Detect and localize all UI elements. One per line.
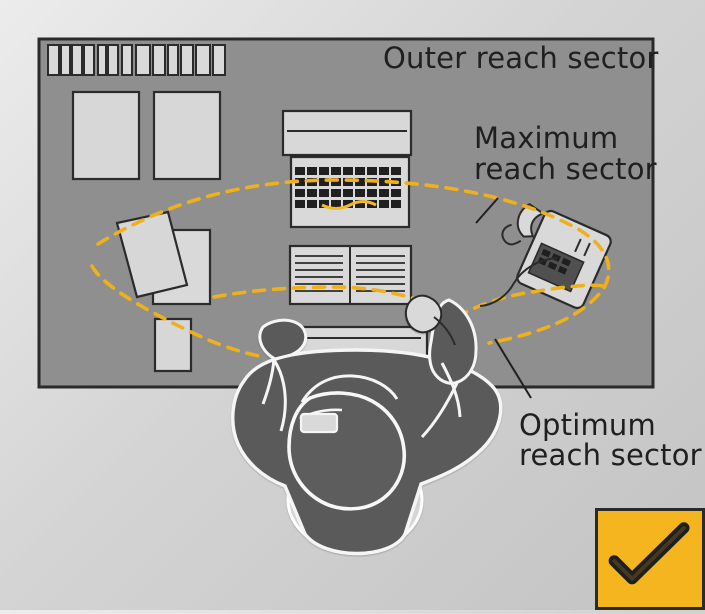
telephone-cord [479, 257, 558, 307]
optimum-reach-pointer [494, 338, 532, 399]
binder-5 [97, 44, 107, 76]
binder-9 [152, 44, 166, 76]
name-tag [299, 412, 339, 434]
binder-1 [47, 44, 60, 76]
seated-person [231, 294, 503, 556]
maximum-reach-curve [96, 178, 611, 345]
left-arm-outline [261, 358, 276, 405]
right-reach-curve [455, 283, 605, 319]
binder-3 [71, 44, 83, 76]
computer-mouse [404, 294, 443, 334]
binder-11 [180, 44, 194, 76]
optimum-reach-label: Optimum reach sector [519, 408, 702, 473]
outer-reach-label: Outer reach sector [383, 41, 659, 75]
binder-10 [167, 44, 179, 76]
person-hair-line [300, 374, 399, 403]
approval-badge [595, 508, 705, 610]
binder-row [47, 44, 226, 76]
maximum-reach-pointer [475, 197, 499, 224]
small-note [153, 317, 193, 373]
paper-sheet-right [152, 90, 222, 181]
checkmark-icon [608, 522, 690, 585]
optimum-reach-curve [90, 264, 266, 359]
binder-12 [195, 44, 211, 76]
reach-sectors [90, 178, 611, 359]
terminal-unit [281, 109, 413, 229]
binder-2 [60, 44, 71, 76]
maximum-reach-label: Maximum reach sector [474, 121, 657, 186]
binder-6 [107, 44, 119, 76]
binder-4 [83, 44, 95, 76]
telephone [501, 202, 612, 310]
open-document [288, 244, 413, 306]
binder-8 [135, 44, 151, 76]
left-hand [258, 318, 308, 361]
lower-reach-curve [212, 285, 465, 320]
paper-sheet-left [71, 90, 141, 181]
binder-13 [212, 44, 226, 76]
binder-7 [121, 44, 133, 76]
terminal-top-panel [281, 109, 413, 157]
person-head [287, 391, 407, 511]
